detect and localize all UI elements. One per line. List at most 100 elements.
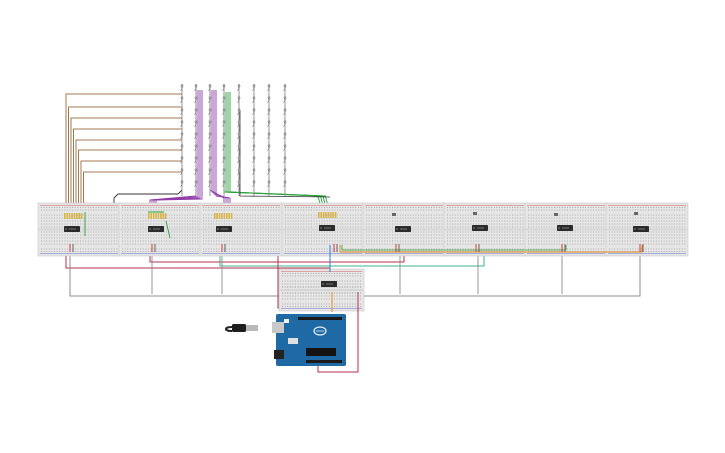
center-gap — [280, 289, 363, 291]
usb-cable-icon — [225, 326, 233, 332]
resistor — [157, 213, 160, 219]
resistor — [66, 213, 68, 219]
arduino-uno[interactable] — [225, 314, 346, 366]
led-lead — [267, 135, 270, 140]
shift-register-chip-7[interactable] — [557, 225, 573, 231]
rail-marker-2 — [221, 244, 226, 252]
led-lead — [283, 171, 286, 176]
rail-marker-4 — [395, 244, 400, 252]
resistor — [325, 212, 327, 218]
breadboard-lower[interactable] — [278, 268, 365, 312]
led-lead — [208, 159, 211, 164]
led-icon — [267, 120, 271, 124]
led-icon — [180, 84, 184, 88]
resistor-bank-3 — [214, 213, 233, 219]
led-lead — [194, 87, 197, 92]
led-icon — [252, 132, 256, 136]
wire-brown-3 — [70, 117, 182, 212]
led-lead — [252, 111, 255, 116]
led-icon — [208, 168, 212, 172]
led-icon — [180, 144, 184, 148]
wire-brown-2 — [68, 106, 182, 212]
led-icon — [252, 96, 256, 100]
led-column-4 — [222, 84, 226, 196]
resistor — [214, 213, 216, 219]
led-icon — [194, 84, 198, 88]
resistor — [322, 212, 325, 218]
led-icon — [222, 180, 226, 184]
led-icon — [237, 132, 241, 136]
arduino-board[interactable] — [225, 314, 346, 366]
resistor — [318, 212, 320, 218]
led-lead — [208, 171, 211, 176]
shift-register-chip-2[interactable] — [148, 226, 164, 232]
led-column-2 — [194, 84, 198, 196]
wire-green-3 — [229, 92, 330, 213]
rail-marker-6 — [561, 244, 566, 252]
led-icon — [208, 156, 212, 160]
led-icon — [283, 156, 287, 160]
led-icon — [208, 120, 212, 124]
resistor-bank-4 — [318, 212, 337, 218]
wire-brown-6 — [78, 149, 182, 212]
led-lead — [252, 123, 255, 128]
led-lead — [237, 87, 240, 92]
breadboard-3[interactable] — [199, 202, 283, 257]
wire-green-long — [341, 245, 567, 251]
led-icon — [222, 108, 226, 112]
led-icon — [194, 156, 198, 160]
shift-register-chip-1[interactable] — [64, 226, 80, 232]
shift-register-chip-3[interactable] — [216, 226, 232, 232]
resistor — [332, 212, 334, 218]
led-icon — [283, 108, 287, 112]
shift-register-chip-6[interactable] — [472, 225, 488, 231]
resistor — [78, 213, 80, 219]
led-lead — [252, 159, 255, 164]
led-icon — [252, 84, 256, 88]
component — [634, 212, 638, 215]
led-lead — [208, 111, 211, 116]
resistor — [73, 213, 76, 219]
led-icon — [252, 180, 256, 184]
led-icon — [237, 180, 241, 184]
led-icon — [194, 96, 198, 100]
wires-front — [69, 211, 644, 373]
led-lead — [180, 111, 183, 116]
chip-notch-icon — [149, 228, 151, 230]
center-gap — [201, 228, 281, 231]
led-icon — [222, 84, 226, 88]
led-lead — [180, 123, 183, 128]
led-icon — [283, 180, 287, 184]
led-icon — [267, 156, 271, 160]
led-lead — [194, 171, 197, 176]
wire-crimson-ard-2 — [317, 292, 359, 373]
rail-marker-3 — [333, 244, 338, 252]
wire-brown-1 — [65, 93, 182, 212]
shift-register-chip-8[interactable] — [633, 226, 649, 232]
wire-black-top-2 — [113, 193, 119, 205]
breadboards — [37, 202, 689, 312]
shift-register-chip-4[interactable] — [319, 225, 335, 231]
resistor — [162, 213, 164, 219]
led-icon — [194, 108, 198, 112]
led-lead — [267, 99, 270, 104]
wire-orange-1 — [339, 245, 643, 253]
led-lead — [180, 159, 183, 164]
led-lead — [222, 87, 225, 92]
led-lead — [194, 111, 197, 116]
analog-header-icon — [306, 360, 342, 363]
led-lead — [283, 87, 286, 92]
chip-notch-icon — [558, 227, 560, 229]
shift-register-chip-5[interactable] — [395, 226, 411, 232]
led-icon — [180, 96, 184, 100]
led-icon — [267, 96, 271, 100]
led-lead — [252, 171, 255, 176]
chip-notch-icon — [473, 227, 475, 229]
led-lead — [267, 123, 270, 128]
resistor — [76, 213, 78, 219]
resistor — [152, 213, 155, 219]
led-lead — [194, 123, 197, 128]
wire-black-top — [118, 189, 183, 195]
led-icon — [252, 120, 256, 124]
shift-register-chip-9[interactable] — [321, 281, 337, 287]
